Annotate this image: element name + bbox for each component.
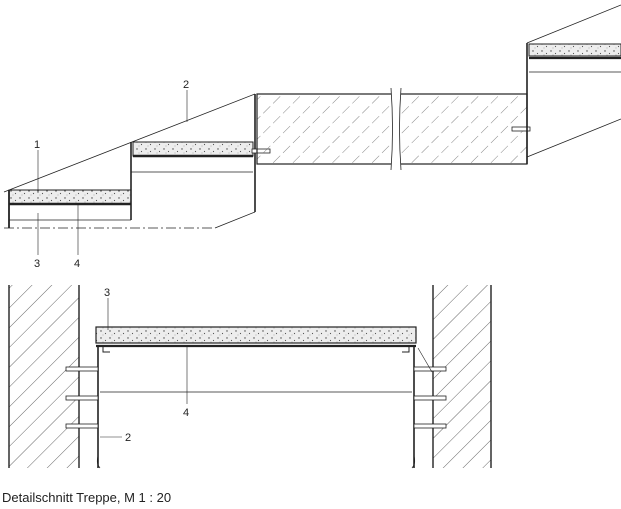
left-wall xyxy=(9,285,79,468)
label-4: 4 xyxy=(74,258,80,270)
label-1: 1 xyxy=(34,139,40,151)
stair-detail-drawing: 1 2 3 4 xyxy=(3,4,621,469)
stringer-top-line xyxy=(3,93,256,193)
cross-label-4: 4 xyxy=(183,407,189,419)
cross-tread xyxy=(95,326,417,344)
stringer-bottom-line xyxy=(214,211,256,229)
stair-cross-section xyxy=(8,285,492,469)
left-anchors xyxy=(65,366,99,429)
right-wall xyxy=(433,285,491,468)
right-anchors xyxy=(413,347,447,429)
tread-1 xyxy=(8,189,132,205)
stringer-top-line-right xyxy=(526,118,621,158)
label-3: 3 xyxy=(34,258,40,270)
tread-2 xyxy=(132,141,254,157)
label-2: 2 xyxy=(183,79,189,91)
cross-label-2: 2 xyxy=(125,432,131,444)
cross-label-3: 3 xyxy=(104,287,110,299)
tread-3 xyxy=(528,43,621,57)
figure-caption: Detailschnitt Treppe, M 1 : 20 xyxy=(2,490,172,505)
bolt-2 xyxy=(511,126,531,132)
stringer-top-line-far xyxy=(526,4,621,44)
stair-longitudinal-section xyxy=(3,4,621,255)
